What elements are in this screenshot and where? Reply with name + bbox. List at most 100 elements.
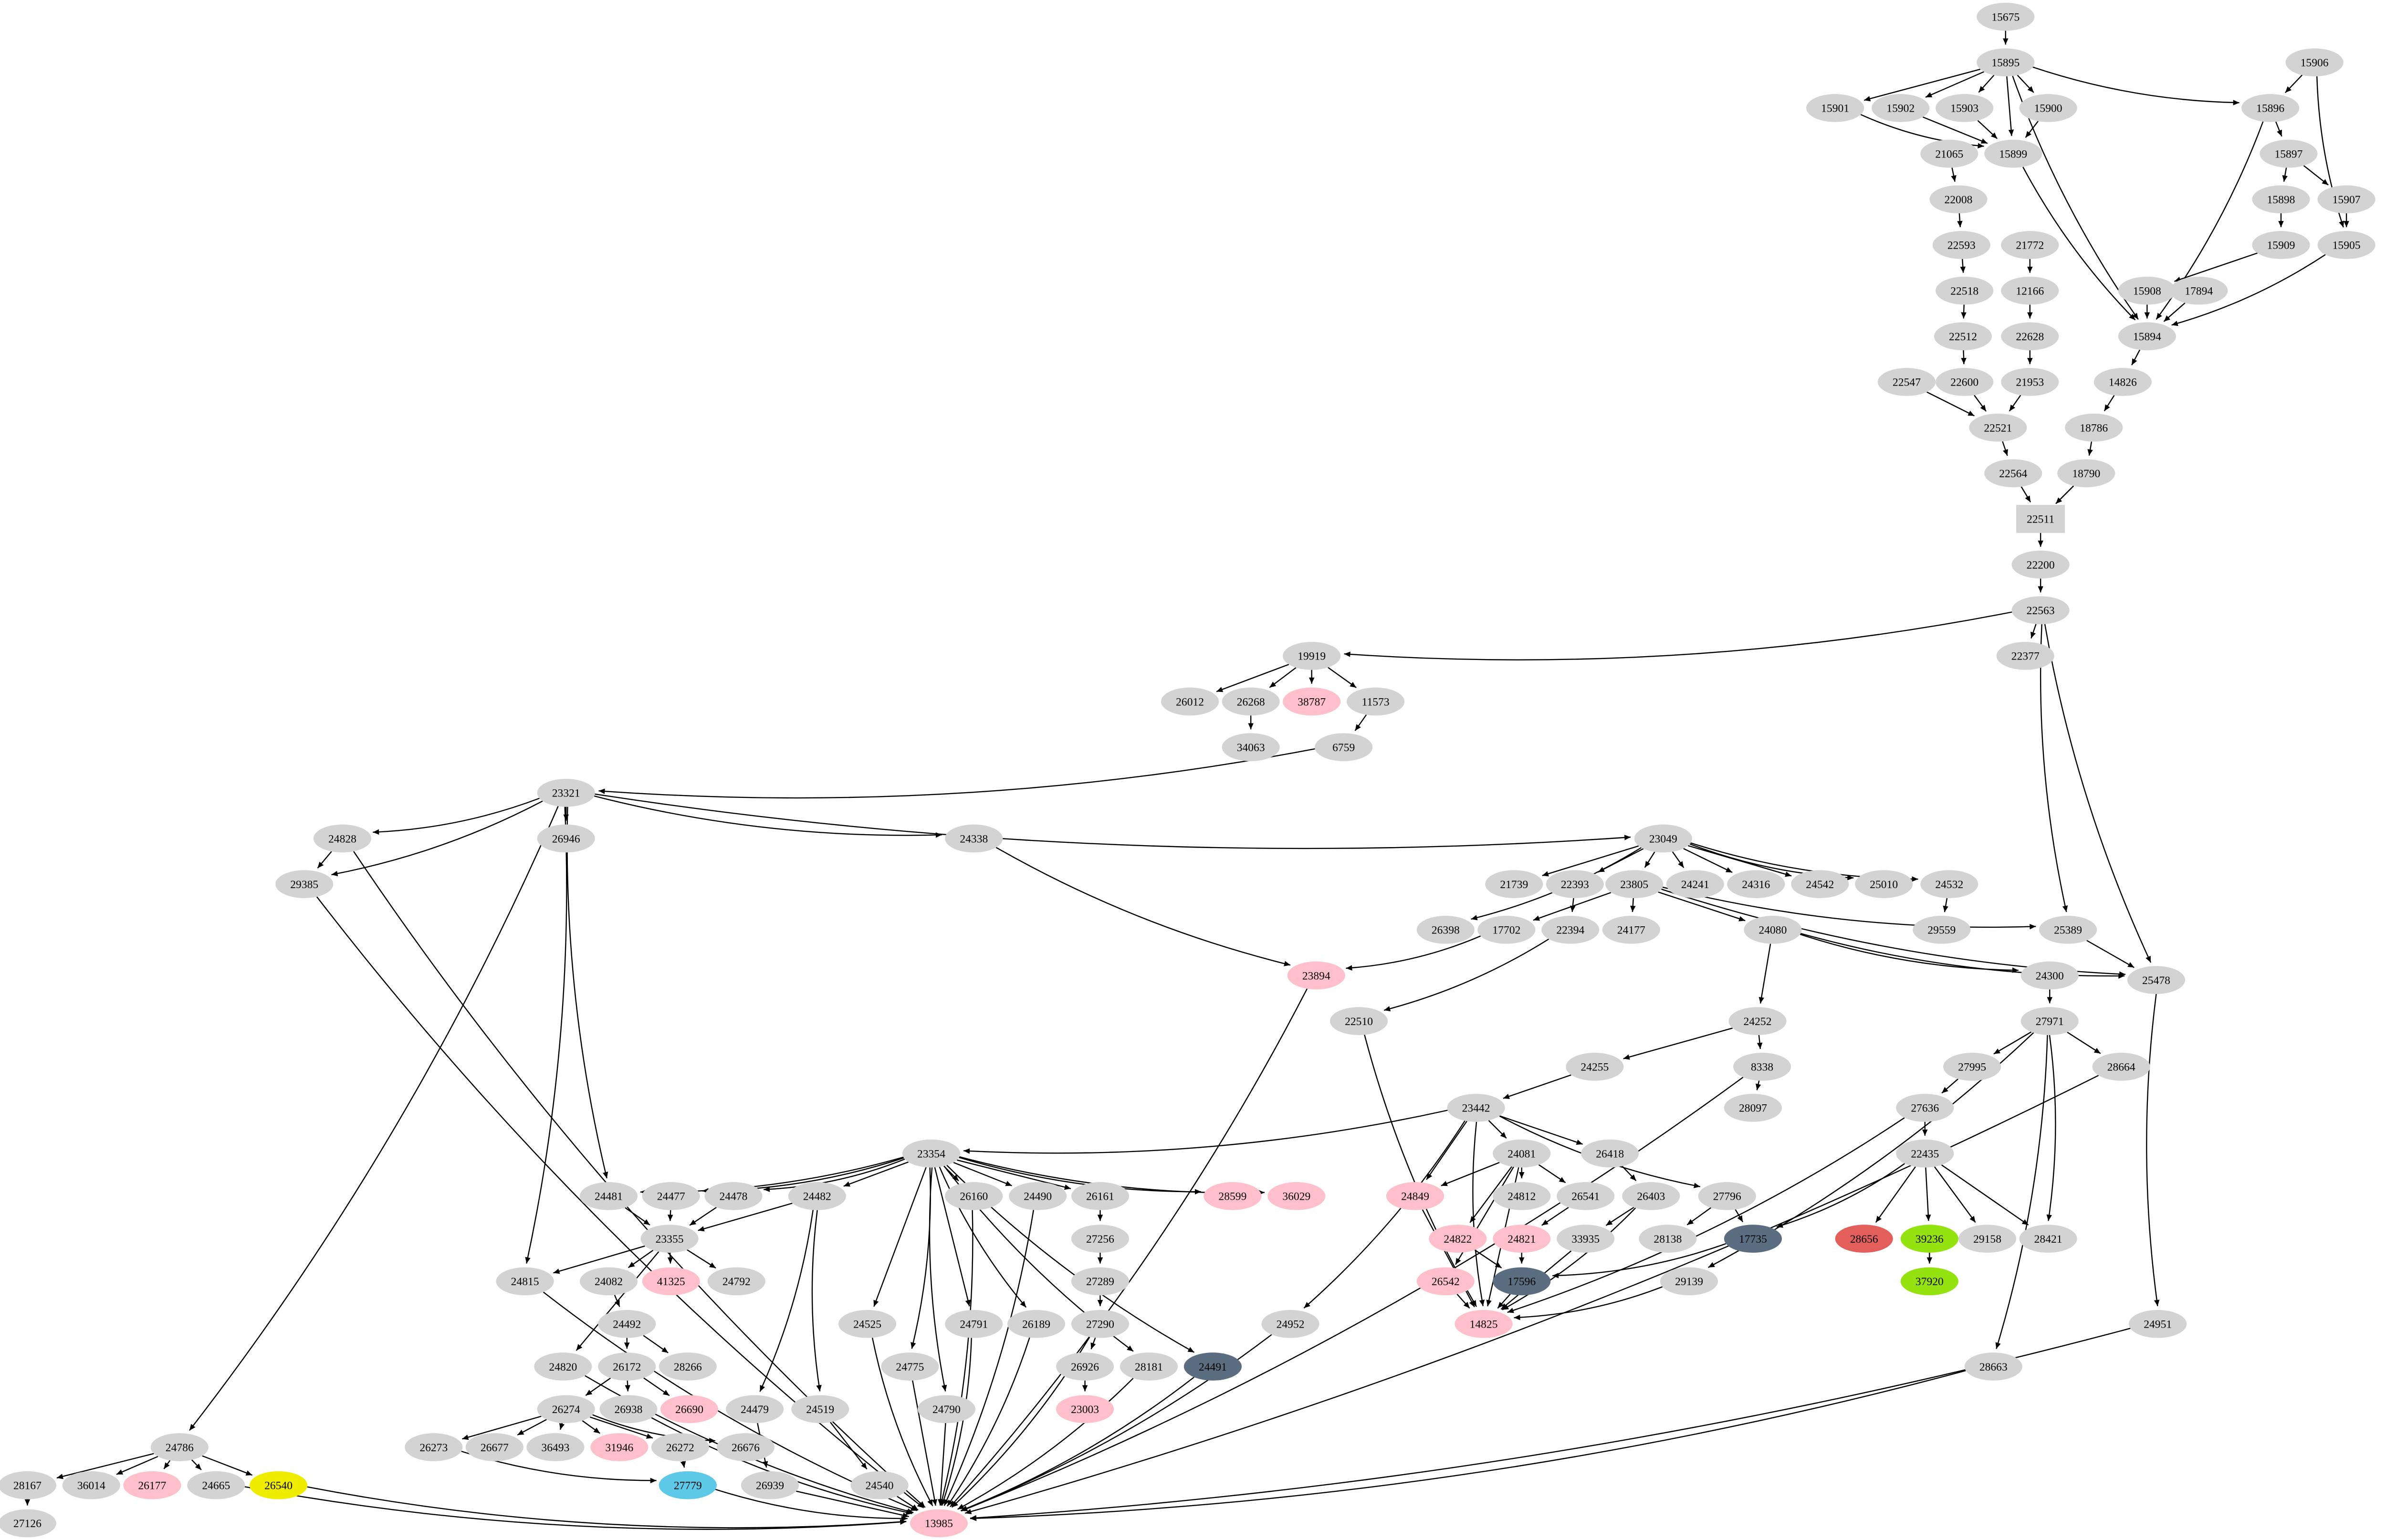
edge-24790-13985 — [938, 1423, 946, 1506]
node-label: 24481 — [595, 1191, 623, 1203]
edge-26541-24821 — [1541, 1206, 1569, 1226]
node-label: 22200 — [2027, 559, 2055, 571]
node-ellipse-shape — [716, 1433, 775, 1461]
node-37920: 37920 — [1900, 1267, 1958, 1296]
node-15903: 15903 — [1936, 94, 1994, 122]
node-ellipse-shape — [2093, 368, 2152, 396]
node-label: 15908 — [2133, 285, 2161, 297]
node-28421: 28421 — [2019, 1225, 2077, 1253]
node-label: 22510 — [1345, 1016, 1373, 1028]
node-ellipse-shape — [1727, 870, 1785, 898]
node-ellipse-shape — [1936, 276, 1994, 305]
node-26926: 26926 — [1056, 1352, 1114, 1381]
edge-23321-24481 — [566, 807, 608, 1179]
node-17735: 17735 — [1724, 1225, 1782, 1253]
node-ellipse-shape — [1447, 1094, 1505, 1122]
node-ellipse-shape — [2065, 413, 2123, 442]
node-ellipse-shape — [2241, 94, 2300, 122]
node-ellipse-shape — [1964, 1352, 2022, 1381]
node-26177: 26177 — [123, 1471, 181, 1499]
edge-23321-23049 — [595, 793, 1631, 849]
node-ellipse-shape — [1913, 915, 1971, 944]
node-26172: 26172 — [598, 1352, 656, 1381]
node-36493: 36493 — [526, 1433, 585, 1461]
node-27290: 27290 — [1071, 1310, 1130, 1338]
node-ellipse-shape — [598, 1310, 656, 1338]
node-ellipse-shape — [1929, 185, 1988, 214]
node-ellipse-shape — [579, 1267, 638, 1296]
node-label: 26161 — [1086, 1191, 1114, 1203]
node-24082: 24082 — [579, 1267, 638, 1296]
node-ellipse-shape — [1984, 139, 2042, 168]
edge-27995-27636 — [1941, 1078, 1959, 1094]
node-ellipse-shape — [651, 1433, 709, 1461]
node-22394: 22394 — [1541, 915, 1600, 944]
edge-15895-15903 — [1978, 74, 1995, 93]
node-26274: 26274 — [537, 1395, 595, 1424]
node-ellipse-shape — [2260, 139, 2318, 168]
node-ellipse-shape — [945, 824, 1003, 853]
edge-24791-13985 — [941, 1338, 972, 1506]
node-ellipse-shape — [1283, 642, 1341, 670]
node-26398: 26398 — [1416, 915, 1475, 944]
node-29385: 29385 — [275, 870, 334, 898]
edge-24532-29559 — [1943, 898, 1948, 912]
node-ellipse-shape — [1009, 1182, 1067, 1210]
node-ellipse-shape — [1639, 1225, 1697, 1253]
edge-24338-23894 — [995, 847, 1291, 966]
node-8338: 8338 — [1733, 1052, 1791, 1081]
edge-15905-15894 — [2171, 254, 2326, 326]
node-label: 26272 — [666, 1442, 694, 1454]
node-ellipse-shape — [1429, 1225, 1487, 1253]
edge-24482-23355 — [698, 1203, 793, 1232]
edge-23049-23805 — [1644, 851, 1655, 868]
edge-24519-24540 — [830, 1422, 868, 1470]
node-ellipse-shape — [2001, 368, 2059, 396]
node-ellipse-shape — [945, 1310, 1003, 1338]
edge-24786-36014 — [116, 1456, 158, 1475]
node-29559: 29559 — [1913, 915, 1971, 944]
node-ellipse-shape — [405, 1433, 463, 1461]
node-label: 24080 — [1758, 924, 1787, 937]
node-ellipse-shape — [534, 1352, 592, 1381]
node-ellipse-shape — [2129, 1310, 2187, 1338]
node-15895: 15895 — [1977, 48, 2035, 77]
node-15901: 15901 — [1806, 94, 1864, 122]
node-label: 26676 — [732, 1442, 760, 1454]
edge-18790-22511 — [2055, 485, 2074, 504]
node-21953: 21953 — [2001, 368, 2059, 396]
edge-23442-26418 — [1499, 1115, 1583, 1145]
node-17596: 17596 — [1493, 1267, 1551, 1296]
node-24821: 24821 — [1493, 1225, 1551, 1253]
edge-23442-23354 — [963, 1110, 1448, 1154]
node-ellipse-shape — [788, 1182, 846, 1210]
node-33935: 33935 — [1557, 1225, 1615, 1253]
edge-22435-28656 — [1875, 1166, 1916, 1223]
node-label: 15894 — [2133, 331, 2161, 343]
edge-24252-24255 — [1623, 1027, 1733, 1060]
node-ellipse-shape — [1872, 94, 1930, 122]
node-26540: 26540 — [249, 1471, 308, 1499]
node-label: 22511 — [2027, 513, 2054, 526]
edge-27971-28421 — [2046, 1035, 2056, 1221]
edge-26274-26677 — [517, 1419, 547, 1436]
node-ellipse-shape — [838, 1310, 897, 1338]
node-label: 37920 — [1915, 1276, 1944, 1288]
node-label: 22521 — [1984, 422, 2012, 434]
edge-22521-22564 — [2002, 441, 2008, 456]
node-24177: 24177 — [1602, 915, 1660, 944]
node-26542: 26542 — [1416, 1267, 1475, 1296]
node-label: 24812 — [1507, 1191, 1536, 1203]
edge-22512-22600 — [1961, 350, 1967, 365]
node-ellipse-shape — [2019, 1225, 2077, 1253]
node-ellipse-shape — [1724, 1094, 1782, 1122]
node-label: 23321 — [552, 787, 580, 800]
edge-22593-22518 — [1960, 259, 1966, 273]
node-ellipse-shape — [1120, 1352, 1178, 1381]
node-28656: 28656 — [1835, 1225, 1893, 1253]
edge-26274-31946 — [582, 1420, 601, 1434]
node-ellipse-shape — [659, 1352, 717, 1381]
node-22521: 22521 — [1969, 413, 2027, 442]
node-22628: 22628 — [2001, 322, 2059, 351]
node-ellipse-shape — [2285, 48, 2344, 77]
